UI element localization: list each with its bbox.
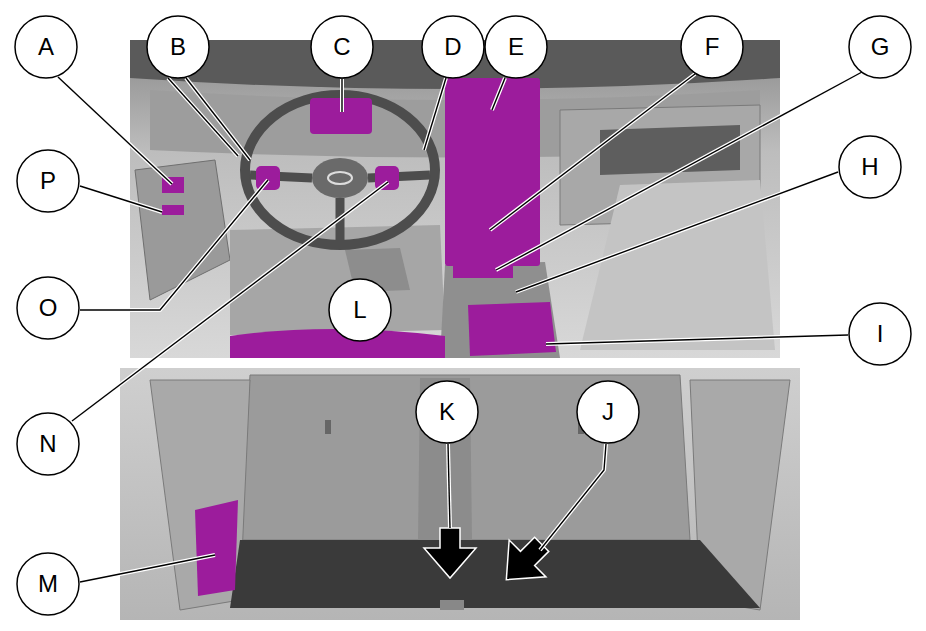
callout-circle: N	[16, 412, 80, 476]
callout-circle: K	[415, 380, 479, 444]
callout-circle: A	[14, 15, 78, 79]
callout-letter: I	[877, 322, 884, 346]
callout-letter: P	[40, 169, 56, 193]
callout-circle: L	[328, 278, 392, 342]
callout-circle: P	[16, 149, 80, 213]
trunk-view	[120, 368, 800, 620]
leader-halo	[58, 72, 862, 582]
callout-circle-shape	[329, 279, 391, 341]
door-switch	[162, 205, 184, 215]
trunk-panel	[195, 500, 238, 596]
callout-circle-shape	[17, 413, 79, 475]
seat	[230, 329, 445, 358]
callout-letter: A	[38, 35, 54, 59]
callout-letter: O	[39, 296, 58, 320]
callout-letter: N	[39, 432, 56, 456]
callout-circle-shape	[849, 16, 911, 78]
callout-circle: D	[421, 15, 485, 79]
callout-circle: M	[16, 552, 80, 616]
callout-letter: H	[861, 155, 878, 179]
callout-circle: B	[146, 15, 210, 79]
callout-letter: G	[871, 35, 890, 59]
seat-latch	[325, 420, 331, 434]
driver-door	[135, 160, 230, 300]
callout-circle: F	[680, 15, 744, 79]
center-console	[440, 262, 560, 358]
callout-circle: G	[848, 15, 912, 79]
callout-circle: J	[576, 380, 640, 444]
callout-circle-shape	[17, 277, 79, 339]
steering-hub	[312, 158, 368, 198]
steering-wheel	[245, 95, 435, 245]
cabin-view	[130, 40, 780, 358]
callout-circle: H	[838, 135, 902, 199]
callout-circle: E	[484, 15, 548, 79]
callout-circle-shape	[311, 16, 373, 78]
callout-circle: C	[310, 15, 374, 79]
callout-circle-shape	[17, 150, 79, 212]
badge	[328, 172, 352, 184]
callout-letter: M	[38, 572, 58, 596]
callout-letter: L	[353, 298, 366, 322]
callout-letter: E	[508, 35, 524, 59]
leader-lines	[58, 72, 862, 582]
callout-letter: F	[705, 35, 720, 59]
callout-circle-shape	[416, 381, 478, 443]
callout-letter: J	[602, 400, 614, 424]
callout-circle-shape	[147, 16, 209, 78]
load-floor	[230, 540, 760, 608]
touchscreen	[445, 78, 540, 266]
callout-letter: C	[333, 35, 350, 59]
armrest	[468, 302, 556, 356]
rear-seatbacks	[240, 375, 690, 540]
floor-handle	[440, 600, 464, 610]
callout-letter: K	[439, 400, 455, 424]
right-wheel-switch	[375, 166, 399, 190]
callout-circle-shape	[839, 136, 901, 198]
callout-circle-shape	[681, 16, 743, 78]
callout-circle-shape	[17, 553, 79, 615]
left-trunk-trim	[150, 380, 250, 610]
callout-circle: I	[848, 302, 912, 366]
callout-circle-shape	[422, 16, 484, 78]
callout-circle-shape	[577, 381, 639, 443]
highlighted-parts	[162, 78, 556, 358]
callout-circle-shape	[485, 16, 547, 78]
callout-circle: O	[16, 276, 80, 340]
callout-letter: D	[444, 35, 461, 59]
callout-letter: B	[170, 35, 186, 59]
callout-circle-shape	[15, 16, 77, 78]
left-wheel-switch	[256, 166, 280, 190]
leader-line	[58, 72, 862, 582]
callout-circle-shape	[849, 303, 911, 365]
down-arrow	[424, 528, 476, 578]
